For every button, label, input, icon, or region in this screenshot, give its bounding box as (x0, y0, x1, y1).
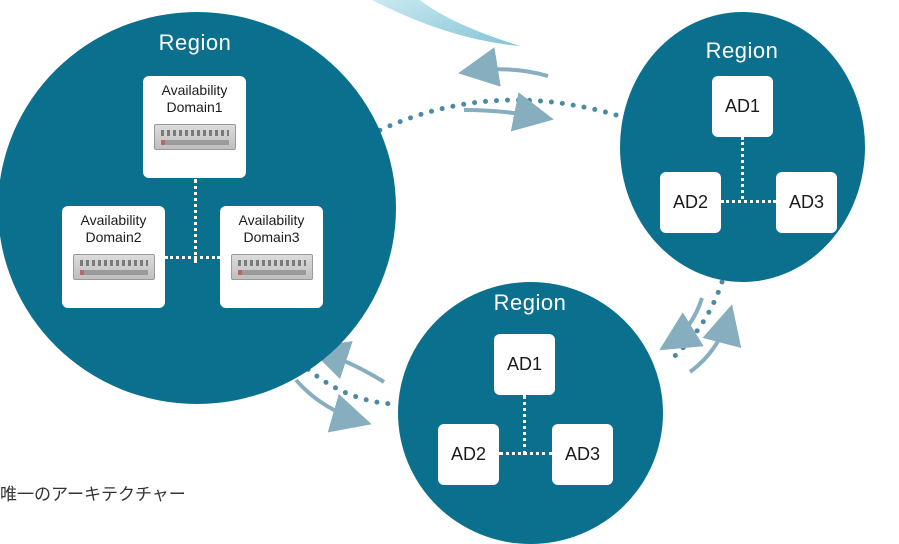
region-circle-left: Region Availability Domain1 Availability… (0, 12, 396, 404)
server-rack-icon (153, 124, 236, 150)
availability-domain-1: Availability Domain1 (143, 76, 246, 178)
region-circle-right: Region AD1 AD2 AD3 (620, 12, 865, 282)
region-label: Region (493, 290, 567, 315)
ad1-box: AD1 (494, 334, 555, 395)
link-dotted (741, 137, 744, 199)
availability-domain-2: Availability Domain2 (62, 206, 165, 308)
domain-line2: Domain2 (85, 229, 142, 245)
link-dotted (499, 452, 553, 455)
link-dotted (165, 256, 220, 259)
region-label: Region (705, 38, 779, 63)
server-rack-icon (72, 254, 155, 280)
sky-beam-decoration (372, 0, 520, 46)
caption-text: 唯一のアーキテクチャー (0, 485, 186, 505)
arrow-right-up (688, 304, 742, 374)
ad2-box: AD2 (660, 172, 721, 233)
arrow-top-left (458, 47, 549, 87)
region-circle-bottom: Region AD1 AD2 AD3 (398, 282, 663, 544)
arrow-left-down (294, 378, 372, 433)
domain-line1: Availability (238, 212, 305, 228)
link-dotted (523, 395, 526, 455)
server-rack-icon (230, 254, 313, 280)
connector-left-right (367, 97, 629, 138)
link-dotted (194, 179, 197, 263)
link-dotted (721, 200, 776, 203)
arrow-top-right (463, 92, 554, 132)
arrow-right-down (659, 297, 704, 351)
domain-line1: Availability (161, 82, 228, 98)
domain-line1: Availability (80, 212, 147, 228)
ad2-box: AD2 (438, 424, 499, 485)
ad1-box: AD1 (712, 76, 773, 137)
ad3-box: AD3 (776, 172, 837, 233)
availability-domain-3: Availability Domain3 (220, 206, 323, 308)
connector-right-bottom (665, 279, 725, 365)
domain-line2: Domain1 (166, 99, 223, 115)
domain-line2: Domain3 (243, 229, 300, 245)
region-label: Region (158, 30, 232, 55)
ad3-box: AD3 (552, 424, 613, 485)
